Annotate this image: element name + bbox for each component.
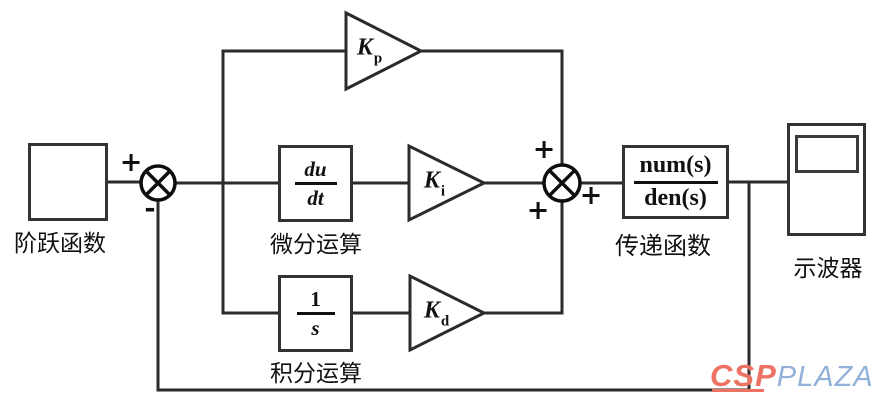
step-source-caption: 阶跃函数 <box>14 231 106 256</box>
derivative-expression: du dt <box>294 156 337 210</box>
fraction-bar <box>296 312 335 315</box>
wire-branch-top-bottom <box>221 49 346 315</box>
fraction-bar <box>294 182 337 185</box>
oscilloscope-screen-icon <box>795 135 859 173</box>
gain-ki-subscript: i <box>440 183 446 200</box>
oscilloscope-block <box>787 123 866 236</box>
transfer-function-caption: 传递函数 <box>615 234 711 260</box>
watermark-plaza-text: PLAZA <box>776 361 874 393</box>
sum1-minus-sign: - <box>144 193 156 224</box>
integral-caption: 积分运算 <box>270 361 362 386</box>
derivative-numerator: du <box>304 156 327 181</box>
integral-denominator: s <box>311 316 320 340</box>
derivative-denominator: dt <box>307 186 324 210</box>
watermark-csp-text: CSP <box>710 358 777 393</box>
watermark-underline <box>712 389 764 392</box>
derivative-block: du dt <box>278 145 353 222</box>
fraction-bar <box>633 180 718 184</box>
gain-kd-label: Kd <box>423 297 450 330</box>
wire-feedback <box>156 182 751 392</box>
gain-ki-label: Ki <box>423 167 446 200</box>
gain-ki-base: K <box>423 167 440 194</box>
derivative-caption: 微分运算 <box>270 232 362 257</box>
gain-kp-base: K <box>356 34 373 61</box>
sum1-plus-sign: + <box>119 147 143 178</box>
wire-kd-to-sum2 <box>484 202 564 315</box>
gain-kp-label: Kp <box>356 34 383 67</box>
gain-kp-subscript: p <box>373 50 383 67</box>
oscilloscope-caption: 示波器 <box>793 256 863 281</box>
sum-junction-2-cross-icon <box>548 169 576 197</box>
gain-ki-triangle <box>407 143 488 223</box>
transfer-function-block: num(s) den(s) <box>622 145 729 219</box>
csp-plaza-watermark: CSPPLAZA <box>710 358 874 394</box>
gain-kd-triangle <box>408 273 488 353</box>
transfer-function-expression: num(s) den(s) <box>633 152 718 211</box>
integral-expression: 1 s <box>296 286 335 340</box>
sum2-plus-bottom-sign: + <box>526 195 550 226</box>
transfer-numerator: num(s) <box>639 152 712 179</box>
gain-kd-subscript: d <box>440 313 450 330</box>
transfer-denominator: den(s) <box>644 184 707 211</box>
wire-kp-to-sum2 <box>421 49 564 165</box>
step-source-block <box>28 143 108 221</box>
sum-junction-1-cross-icon <box>144 169 172 197</box>
sum2-plus-top-sign: + <box>532 134 556 165</box>
gain-kp-triangle <box>344 10 425 92</box>
sum2-plus-right-sign: + <box>579 180 603 211</box>
integral-numerator: 1 <box>310 286 321 311</box>
integral-block: 1 s <box>278 275 353 352</box>
gain-kd-base: K <box>423 297 440 324</box>
